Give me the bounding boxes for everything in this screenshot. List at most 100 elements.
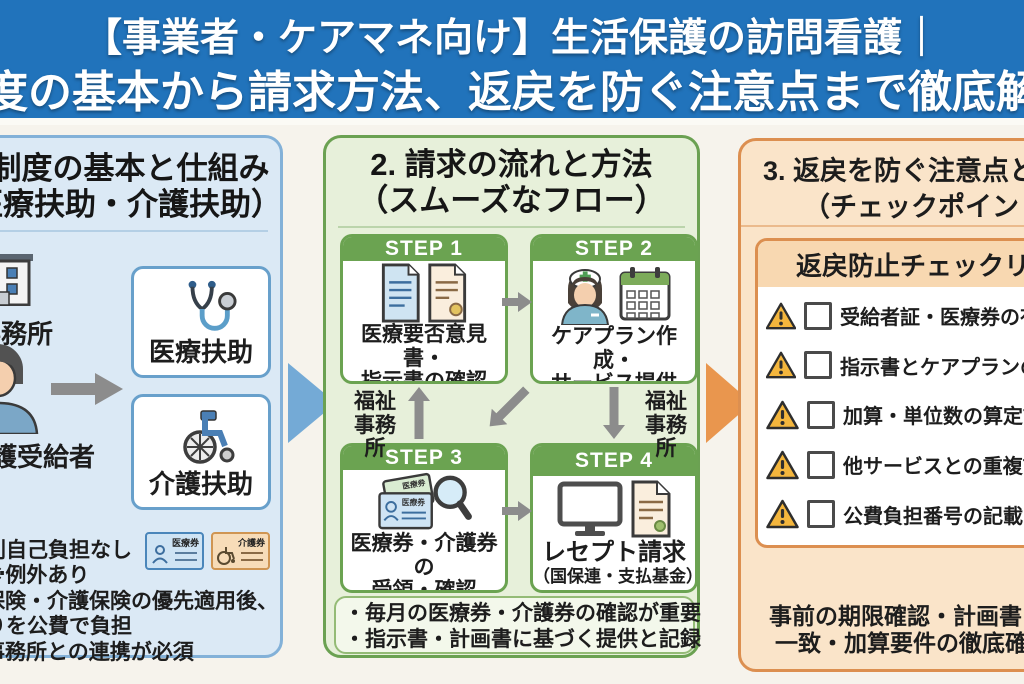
title-divider bbox=[0, 230, 268, 232]
stethoscope-icon bbox=[176, 277, 238, 339]
chip-line bbox=[241, 552, 263, 554]
svg-text:医療券: 医療券 bbox=[402, 497, 425, 507]
checklist-item-label: 指示書とケアプランの不一致 bbox=[840, 356, 1024, 379]
basics-note-2: ※例外あり bbox=[0, 564, 90, 587]
step4-header: STEP 4 bbox=[533, 446, 695, 476]
checks-note-line1: 事前の期限確認・計画書との bbox=[769, 603, 1024, 629]
header-title-line2: 制度の基本から請求方法、返戻を防ぐ注意点まで徹底解説 bbox=[0, 68, 1024, 117]
step4-caption-line2: （国保連・支払基金） bbox=[533, 566, 698, 586]
care-ticket-label: 介護券 bbox=[237, 538, 265, 548]
care-aid-box: 介護扶助 bbox=[131, 394, 271, 510]
warning-icon bbox=[766, 352, 796, 379]
checklist-header: 返戻防止チェックリスト bbox=[758, 241, 1024, 287]
panel-basics-title-line2: （医療扶助・介護扶助） bbox=[0, 187, 282, 222]
panel-basics-title-line1: 1. 制度の基本と仕組み bbox=[0, 151, 270, 186]
nurse-icon bbox=[558, 263, 612, 325]
basics-note-1: ・原則自己負担なし bbox=[0, 539, 132, 562]
arrow-step3-step4-icon bbox=[502, 500, 532, 522]
medical-ticket-label: 医療券 bbox=[171, 538, 199, 548]
step3-header: STEP 3 bbox=[343, 446, 505, 470]
checks-note-line2: 一致・加算要件の徹底確認 bbox=[775, 630, 1024, 656]
step1-box: STEP 1 bbox=[340, 234, 508, 384]
step1-caption-line1: 医療要否意見書・ bbox=[361, 323, 487, 370]
recipient-label: 生活保護受給者 bbox=[0, 442, 96, 472]
step3-caption-line1: 医療券・介護券の bbox=[350, 532, 498, 579]
panel-checks-title-line2: （チェックポイント） bbox=[803, 192, 1024, 222]
medical-aid-label: 医療扶助 bbox=[148, 337, 253, 367]
medical-aid-box: 医療扶助 bbox=[131, 266, 271, 378]
arrow-step3-up-icon bbox=[408, 387, 430, 439]
step4-caption-line1: レセプト請求 bbox=[542, 539, 686, 567]
panel-checks-title-line1: 3. 返戻を防ぐ注意点と対策 bbox=[763, 156, 1024, 186]
medical-ticket-chip: 医療券 bbox=[145, 532, 204, 570]
step2-header: STEP 2 bbox=[533, 237, 695, 261]
step4-box: STEP 4 bbox=[530, 443, 698, 593]
arrow-step1-step2-icon bbox=[502, 291, 532, 313]
mini-person-icon bbox=[152, 545, 168, 564]
calendar-icon bbox=[619, 265, 671, 323]
svg-text:医療券: 医療券 bbox=[401, 477, 426, 491]
documents-icon bbox=[380, 263, 468, 323]
checks-note: 事前の期限確認・計画書との 一致・加算要件の徹底確認 bbox=[769, 603, 1024, 657]
header-title-line1: 【事業者・ケアマネ向け】生活保護の訪問看護｜ bbox=[82, 17, 942, 60]
step2-caption-line2: サービス提供 bbox=[551, 372, 677, 384]
step3-box: STEP 3 医療券 医療券 bbox=[340, 443, 508, 593]
warning-icon bbox=[766, 302, 796, 330]
checkbox-icon[interactable] bbox=[807, 500, 835, 529]
checklist-item-label: 受給者証・医療券の有効期限 bbox=[840, 307, 1024, 330]
arrow-right-icon bbox=[51, 372, 123, 406]
basics-note-5: ・福祉事務所との連携が必須 bbox=[0, 641, 194, 664]
flow-note-1: ・毎月の医療券・介護券の確認が重要 bbox=[344, 602, 701, 625]
care-ticket-chip: 介護券 bbox=[211, 532, 270, 570]
checkbox-icon[interactable] bbox=[804, 351, 832, 380]
title-divider bbox=[338, 226, 685, 228]
panel-flow: 2. 請求の流れと方法 （スムーズなフロー） STEP 1 bbox=[323, 135, 701, 658]
checkbox-icon[interactable] bbox=[804, 301, 832, 330]
checklist-item-label: 他サービスとの重複請求 bbox=[843, 456, 1024, 479]
receipt-document-icon bbox=[630, 480, 672, 538]
relay-label-right: 福祉 事務所 bbox=[645, 390, 687, 461]
checklist-rows: 受給者証・医療券の有効期限 指示書とケアプランの不一致 加算・単位数の算定誤り … bbox=[758, 287, 1024, 545]
checklist-item-label: 公費負担番号の記載ミス bbox=[843, 505, 1024, 528]
checkbox-icon[interactable] bbox=[807, 400, 835, 429]
basics-note-3: ・医療保険・介護保険の優先適用後、 bbox=[0, 590, 278, 613]
checklist-item-label: 加算・単位数の算定誤り bbox=[843, 406, 1024, 429]
chip-line bbox=[241, 559, 263, 561]
welfare-office-icon bbox=[0, 240, 37, 306]
warning-icon bbox=[766, 450, 799, 479]
checklist-item: 加算・単位数の算定誤り bbox=[766, 400, 1024, 430]
panel-flow-title-line1: 2. 請求の流れと方法 bbox=[370, 147, 653, 182]
computer-icon bbox=[557, 480, 623, 538]
arrow-step2-step3-diagonal-icon bbox=[482, 382, 534, 434]
checklist-item: 受給者証・医療券の有効期限 bbox=[766, 301, 1024, 331]
header-banner: 【事業者・ケアマネ向け】生活保護の訪問看護｜ 制度の基本から請求方法、返戻を防ぐ… bbox=[0, 0, 1024, 125]
warning-icon bbox=[766, 400, 799, 430]
checklist-card: 返戻防止チェックリスト 受給者証・医療券の有効期限 指示書とケアプランの不一致 … bbox=[755, 238, 1024, 548]
chip-line bbox=[175, 559, 197, 561]
flow-note-box: ・毎月の医療券・介護券の確認が重要 ・指示書・計画書に基づく提供と記録 bbox=[334, 596, 701, 654]
care-aid-label: 介護扶助 bbox=[148, 469, 253, 499]
step3-caption-line2: 受領・確認 bbox=[371, 579, 477, 593]
wheelchair-icon bbox=[174, 407, 236, 465]
arrow-step2-down-icon bbox=[603, 387, 625, 439]
checklist-item: 指示書とケアプランの不一致 bbox=[766, 350, 1024, 380]
step2-box: STEP 2 bbox=[530, 234, 698, 384]
title-divider bbox=[741, 225, 1024, 227]
step1-caption-line2: 指示書の確認 bbox=[361, 370, 487, 384]
panel-flow-title-line2: （スムーズなフロー） bbox=[357, 183, 666, 218]
checklist-item: 他サービスとの重複請求 bbox=[766, 450, 1024, 480]
panel-checks: 3. 返戻を防ぐ注意点と対策 （チェックポイント） 返戻防止チェックリスト 受給… bbox=[738, 138, 1024, 672]
checkbox-icon[interactable] bbox=[807, 450, 835, 479]
flow-note-2: ・指示書・計画書に基づく提供と記録 bbox=[344, 628, 701, 651]
checklist-item: 公費負担番号の記載ミス bbox=[766, 499, 1024, 529]
step1-header: STEP 1 bbox=[343, 237, 505, 261]
step2-caption-line1: ケアプラン作成・ bbox=[551, 325, 677, 372]
warning-icon bbox=[766, 499, 799, 529]
chip-line bbox=[175, 552, 197, 554]
recipient-person-icon bbox=[0, 336, 45, 434]
relay-label-left: 福祉 事務所 bbox=[354, 390, 396, 461]
mini-wheelchair-icon bbox=[217, 547, 235, 565]
